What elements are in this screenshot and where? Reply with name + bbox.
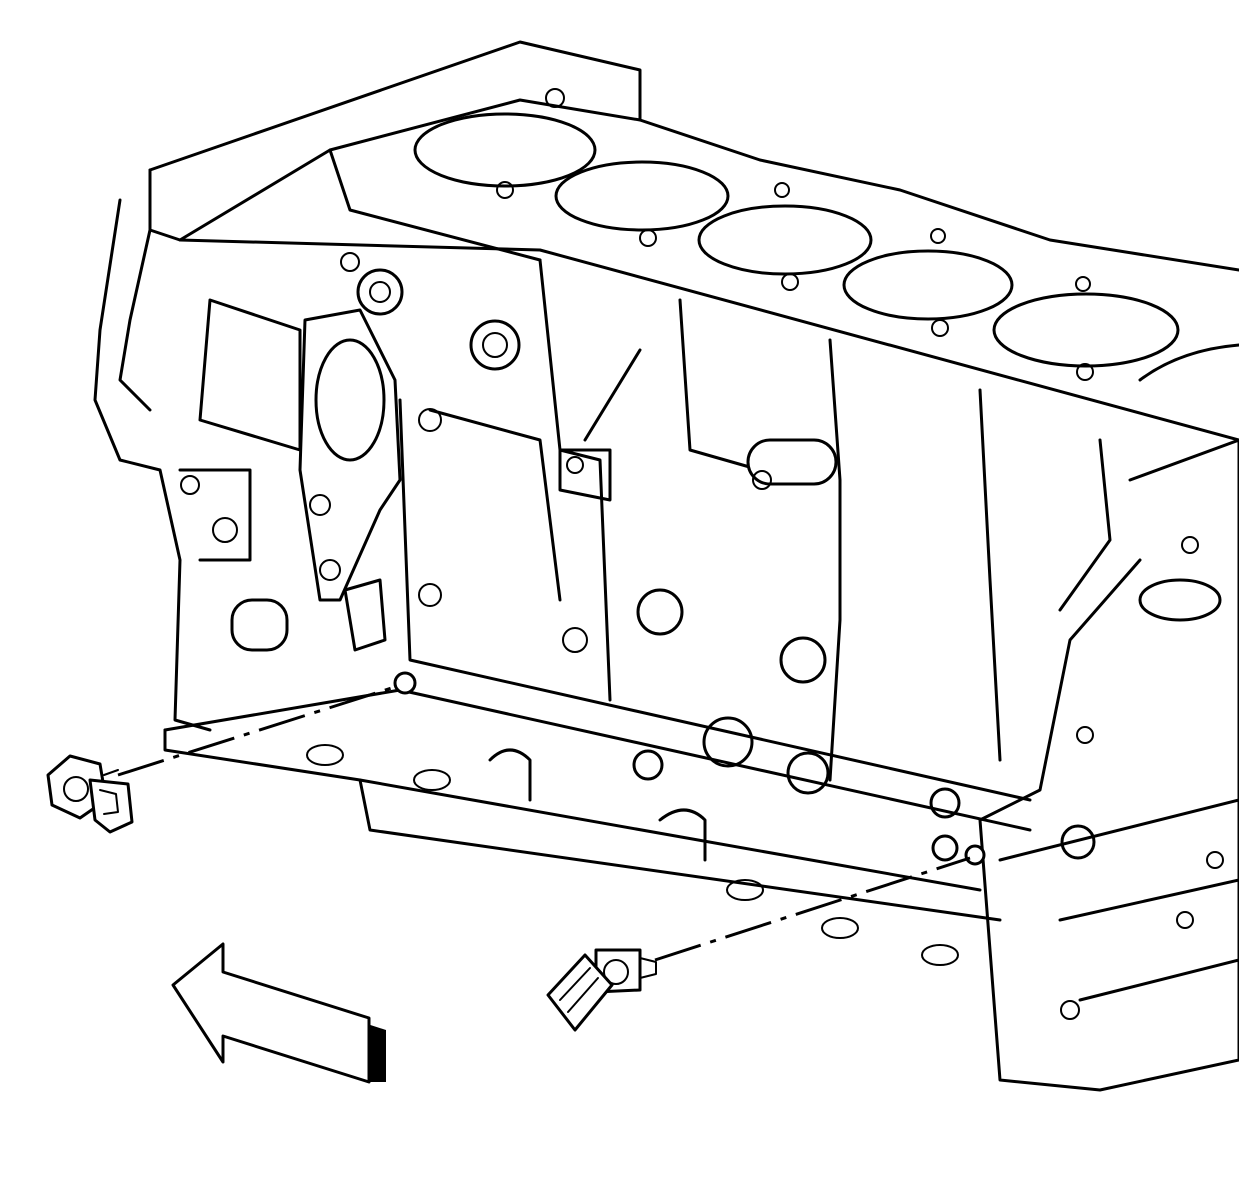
arrow-left-icon: [171, 942, 386, 1084]
engine-block-icon: [93, 40, 1239, 1092]
knock-sensor-front: [46, 754, 134, 834]
knock-sensor-rear: [546, 948, 657, 1032]
